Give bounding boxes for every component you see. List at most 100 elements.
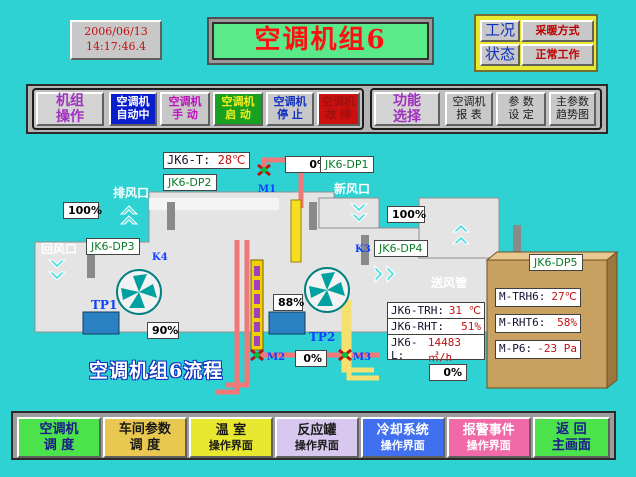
nav-alarm-events-line1: 报警事件 bbox=[462, 423, 515, 439]
nav-workshop-params-line2: 调 度 bbox=[129, 437, 161, 453]
nav-cooling-button[interactable]: 冷却系统 操作界面 bbox=[360, 417, 445, 458]
m-rht-label: M-RHT6: bbox=[499, 316, 546, 329]
m-trh-label: M-TRH6: bbox=[499, 290, 546, 303]
rht-row: JK6-RHT: 51% bbox=[388, 319, 484, 335]
m3-percent: 0% bbox=[429, 364, 467, 381]
m-rht-value: 58% bbox=[557, 316, 577, 329]
nav-return-main-line2: 主画面 bbox=[551, 437, 591, 453]
trend-chart-button[interactable]: 主参数 趋势图 bbox=[549, 92, 596, 126]
status-value-state: 正常工作 bbox=[521, 44, 594, 66]
heater-coil bbox=[290, 199, 302, 263]
control-bar: 机组 操作 空调机 自动中 空调机 手 动 空调机 启 动 空调机 停 止 空调… bbox=[26, 84, 608, 134]
fresh-air-duct bbox=[318, 197, 380, 229]
status-label-state: 状态 bbox=[480, 44, 520, 66]
valve-m2 bbox=[250, 348, 264, 362]
m-p-value: -23 Pa bbox=[537, 342, 577, 355]
time-text: 14:17:46.4 bbox=[86, 40, 146, 53]
nav-cooling-line1: 冷却系统 bbox=[376, 423, 429, 439]
status-panel: 工况 采暖方式 状态 正常工作 bbox=[474, 14, 598, 72]
status-label-mode: 工况 bbox=[480, 20, 520, 42]
bottom-nav: 空调机 调 度 车间参数 调 度 温 室 操作界面 反应罐 操作界面 冷却系统 … bbox=[11, 411, 616, 460]
coil-percent: 88% bbox=[273, 294, 304, 311]
fan-2 bbox=[304, 267, 350, 313]
damper-banks bbox=[87, 202, 521, 278]
k3-label: K3 bbox=[355, 244, 371, 255]
nav-reactor-line1: 反应罐 bbox=[297, 423, 337, 439]
airflow-arrows bbox=[47, 203, 471, 284]
k4-label: K4 bbox=[152, 252, 168, 263]
function-select-label: 功能 选择 bbox=[374, 92, 440, 126]
auto-mode-button[interactable]: 空调机 自动中 bbox=[109, 92, 157, 126]
m-p-label: M-P6: bbox=[499, 342, 533, 355]
nav-workshop-params-line1: 车间参数 bbox=[118, 421, 171, 437]
return-percent: 90% bbox=[147, 322, 179, 339]
m2-percent: 0% bbox=[295, 350, 327, 367]
valve-m3 bbox=[338, 348, 352, 362]
coil-fins bbox=[254, 266, 260, 346]
temp-readout-value: 28℃ bbox=[217, 153, 246, 167]
m-trh-value: 27℃ bbox=[551, 290, 577, 303]
return-air-label: 回风口 bbox=[41, 242, 78, 256]
function-select-group: 功能 选择 空调机 报 表 参 数 设 定 主参数 趋势图 bbox=[370, 88, 602, 130]
date-text: 2006/06/13 bbox=[84, 25, 148, 38]
stop-button[interactable]: 空调机 停 止 bbox=[266, 92, 314, 126]
supply-duct-label: 送风管 bbox=[431, 276, 468, 290]
nav-return-main-line1: 返 回 bbox=[556, 421, 587, 437]
exhaust-label: 排风口 bbox=[113, 186, 150, 200]
start-button[interactable]: 空调机 启 动 bbox=[213, 92, 263, 126]
temp-readout-label: JK6-T: bbox=[167, 153, 211, 167]
fault-button[interactable]: 空调机 故 障 bbox=[317, 92, 360, 126]
nav-greenhouse-line2: 操作界面 bbox=[208, 438, 253, 452]
flow-row: JK6-L: 14483㎥/h bbox=[388, 335, 484, 366]
fresh-air-label: 新风口 bbox=[334, 182, 371, 196]
supply-readout-panel: M-TRH6: 27℃ M-RHT6: 58% M-P6: -23 Pa bbox=[495, 288, 581, 360]
dp3-label: JK6-DP3 bbox=[86, 238, 140, 255]
flow-value: 14483㎥/h bbox=[427, 336, 461, 364]
diagram-title: 空调机组6流程 bbox=[89, 360, 224, 382]
nav-ac-dispatch-button[interactable]: 空调机 调 度 bbox=[17, 417, 101, 458]
tp2-label: TP2 bbox=[309, 330, 336, 344]
temp-readout: JK6-T: 28℃ bbox=[163, 152, 250, 169]
manual-mode-button[interactable]: 空调机 手 动 bbox=[160, 92, 210, 126]
nav-alarm-events-button[interactable]: 报警事件 操作界面 bbox=[446, 417, 531, 458]
m1-label: M1 bbox=[258, 184, 277, 195]
nav-return-main-button[interactable]: 返 回 主画面 bbox=[532, 417, 611, 458]
valve-m1 bbox=[257, 163, 271, 177]
exhaust-duct bbox=[149, 198, 279, 210]
dp4-label: JK6-DP4 bbox=[374, 240, 428, 257]
nav-reactor-line2: 操作界面 bbox=[294, 438, 339, 452]
param-settings-button[interactable]: 参 数 设 定 bbox=[496, 92, 546, 126]
rht-value: 51% bbox=[461, 320, 481, 333]
m-rht-row: M-RHT6: 58% bbox=[495, 314, 581, 333]
nav-cooling-line2: 操作界面 bbox=[380, 438, 425, 452]
nav-workshop-params-button[interactable]: 车间参数 调 度 bbox=[102, 417, 187, 458]
process-diagram: JK6-T: 28℃ 0% JK6-DP1 JK6-DP2 M1 排风口 新风口… bbox=[29, 140, 619, 402]
dp5-label: JK6-DP5 bbox=[529, 254, 583, 271]
nav-ac-dispatch-line1: 空调机 bbox=[39, 421, 79, 437]
cold-water-pipes bbox=[341, 300, 379, 381]
page-title: 空调机组6 bbox=[212, 22, 429, 60]
report-button[interactable]: 空调机 报 表 bbox=[445, 92, 493, 126]
rht-label: JK6-RHT: bbox=[391, 320, 444, 333]
m-trh-row: M-TRH6: 27℃ bbox=[495, 288, 581, 307]
exhaust-percent: 100% bbox=[63, 202, 102, 219]
fan-1 bbox=[116, 269, 162, 315]
motor-2 bbox=[268, 311, 306, 335]
status-value-mode: 采暖方式 bbox=[521, 20, 594, 42]
fresh-air-percent: 100% bbox=[387, 206, 426, 223]
unit-operation-label: 机组 操作 bbox=[36, 92, 104, 126]
datetime-panel: 2006/06/13 14:17:46.4 bbox=[70, 20, 162, 60]
nav-alarm-events-line2: 操作界面 bbox=[466, 438, 511, 452]
tp1-label: TP1 bbox=[91, 298, 118, 312]
nav-greenhouse-line1: 温 室 bbox=[215, 423, 247, 439]
m2-label: M2 bbox=[267, 352, 286, 363]
page-title-panel: 空调机组6 bbox=[207, 17, 434, 65]
dp2-label: JK6-DP2 bbox=[163, 174, 217, 191]
dp1-label: JK6-DP1 bbox=[320, 156, 374, 173]
sensor-readout-panel: JK6-TRH: 31 ℃ JK6-RHT: 51% JK6-L: 14483㎥… bbox=[387, 302, 485, 364]
trh-row: JK6-TRH: 31 ℃ bbox=[388, 303, 484, 319]
trh-value: 31 ℃ bbox=[448, 304, 481, 317]
nav-greenhouse-button[interactable]: 温 室 操作界面 bbox=[188, 417, 273, 458]
nav-reactor-button[interactable]: 反应罐 操作界面 bbox=[274, 417, 359, 458]
trh-label: JK6-TRH: bbox=[391, 304, 444, 317]
